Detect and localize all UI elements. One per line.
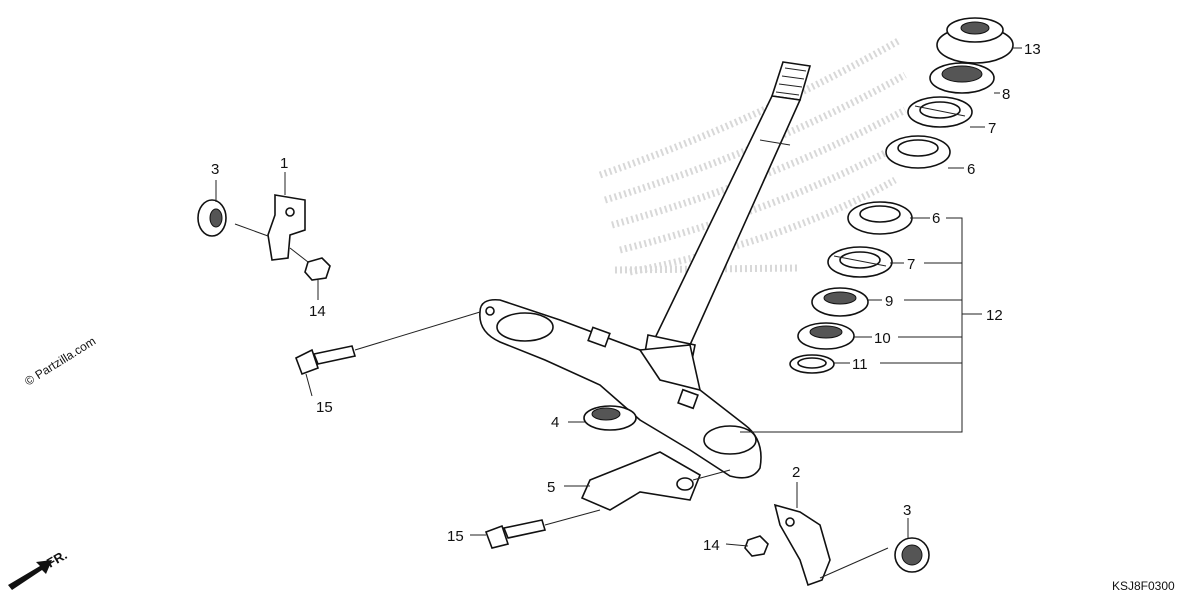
callout-7a: 7 — [988, 120, 996, 137]
callout-5: 5 — [547, 479, 555, 496]
part-8-race — [929, 62, 995, 94]
drawing-code: KSJ8F0300 — [1112, 579, 1175, 593]
callout-7b: 7 — [907, 256, 915, 273]
callout-6b: 6 — [932, 210, 940, 227]
part-14-nut-upper — [289, 247, 331, 281]
front-arrow-icon — [8, 560, 52, 590]
callout-2: 2 — [792, 464, 800, 481]
part-3-grommet-lower — [894, 537, 930, 573]
callout-9: 9 — [885, 293, 893, 310]
part-10-seal — [797, 322, 855, 350]
part-15-bolt-upper — [294, 311, 481, 376]
part-9-race — [811, 287, 869, 317]
part-14-nut-lower — [744, 535, 769, 557]
steering-stem — [641, 61, 812, 381]
steering-bottom-bridge — [479, 298, 762, 479]
leader-lines — [215, 47, 1022, 547]
part-5-guide — [580, 451, 731, 511]
callout-8: 8 — [1002, 86, 1010, 103]
callout-labels: 13 8 7 6 6 7 9 10 11 12 3 1 14 15 4 5 2 … — [211, 41, 1041, 554]
front-direction-marker: FR. — [8, 547, 70, 590]
callout-14a: 14 — [309, 303, 326, 320]
callout-13: 13 — [1024, 41, 1041, 58]
part-2-bracket — [773, 503, 889, 587]
callout-15a: 15 — [316, 399, 333, 416]
watermark-text: © Partzilla.com — [22, 334, 98, 389]
callout-3a: 3 — [211, 161, 219, 178]
callout-10: 10 — [874, 330, 891, 347]
part-11-washer — [789, 354, 835, 374]
part-1-bracket — [234, 194, 306, 261]
part-15-bolt-lower — [484, 509, 601, 549]
part-7-bearing-lower — [827, 246, 893, 278]
callout-14b: 14 — [703, 537, 720, 554]
wing-logo-watermark — [598, 36, 907, 276]
part-7-bearing-upper — [907, 96, 973, 128]
callout-11: 11 — [852, 356, 868, 373]
part-6-race-lower — [847, 201, 913, 235]
callout-12: 12 — [986, 307, 1003, 324]
part-3-grommet-upper — [197, 199, 227, 237]
part-6-race-upper — [885, 135, 951, 169]
callout-15b: 15 — [447, 528, 464, 545]
callout-3b: 3 — [903, 502, 911, 519]
callout-6a: 6 — [967, 161, 975, 178]
callout-1: 1 — [280, 155, 288, 172]
part-4-rubber — [583, 405, 637, 431]
part-13-nut — [936, 17, 1014, 64]
callout-4: 4 — [551, 414, 559, 431]
